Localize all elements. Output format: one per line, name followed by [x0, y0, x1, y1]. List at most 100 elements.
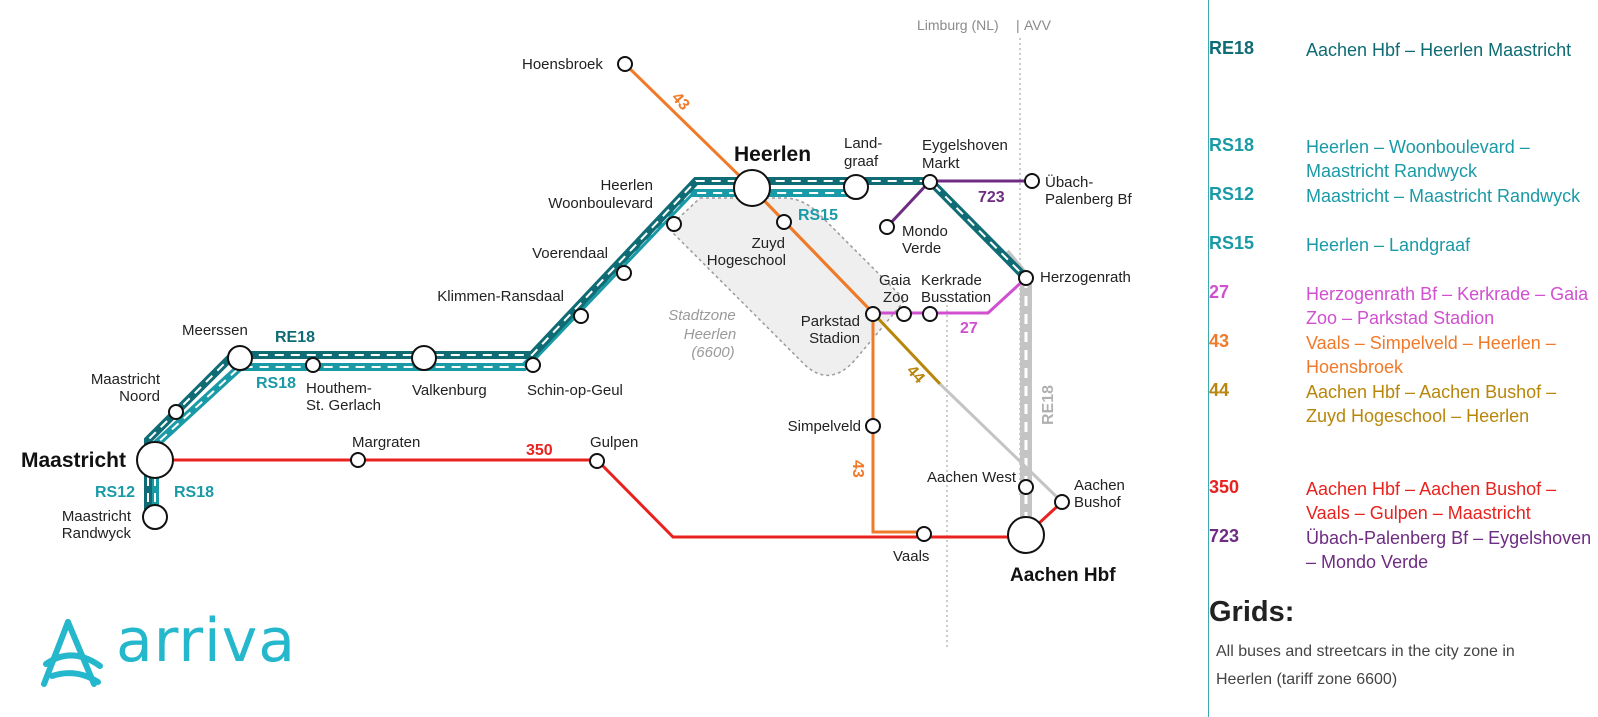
re18-line-band-inner: [147, 180, 1027, 518]
zone-label-3: (6600): [691, 344, 734, 361]
label-margraten: Margraten: [352, 434, 420, 451]
station-heerlen-dot[interactable]: [733, 169, 771, 207]
label-randwyck-2: Randwyck: [62, 525, 132, 542]
line-350: [155, 458, 1064, 539]
station-parkstad-dot[interactable]: [865, 306, 881, 322]
station-gulpen-dot[interactable]: [589, 453, 605, 469]
zone-label-1: Stadtzone: [668, 307, 736, 324]
label-vaals: Vaals: [893, 548, 929, 565]
station-margraten-dot[interactable]: [350, 452, 366, 468]
line-label-rs18-bottom: RS18: [174, 484, 214, 501]
label-klimmen: Klimmen-Ransdaal: [437, 288, 564, 305]
line-label-723: 723: [978, 189, 1005, 206]
label-schin: Schin-op-Geul: [527, 382, 623, 399]
station-woonboulevard-dot[interactable]: [666, 216, 682, 232]
label-houthem-2: St. Gerlach: [306, 397, 381, 414]
line-label-27: 27: [960, 320, 978, 337]
station-houthem-dot[interactable]: [305, 357, 321, 373]
label-houthem-1: Houthem-: [306, 380, 372, 397]
line-723: [885, 179, 1032, 229]
station-simpelveld-dot[interactable]: [865, 418, 881, 434]
legend-desc: Aachen Hbf – Heerlen Maastricht: [1306, 40, 1572, 60]
legend-code: 350: [1209, 477, 1240, 497]
station-randwyck-dot[interactable]: [142, 504, 168, 530]
heerlen-zone-area: [666, 197, 907, 377]
legend-code: 723: [1209, 526, 1240, 546]
station-schin-dot[interactable]: [525, 357, 541, 373]
station-herzogenrath-dot[interactable]: [1018, 270, 1034, 286]
grids-title: Grids:: [1209, 596, 1295, 628]
label-maastricht: Maastricht: [21, 449, 126, 472]
legend-desc: Heerlen – Woonboulevard – Maastricht Ran…: [1306, 137, 1530, 181]
label-kerkrade-1: Kerkrade: [921, 272, 982, 289]
station-aachen-west-dot[interactable]: [1018, 479, 1034, 495]
label-landgraaf-2: graaf: [844, 153, 879, 170]
label-eygelshoven-1: Eygelshoven: [922, 137, 1008, 154]
label-gaiazoo-1: Gaia: [879, 272, 911, 289]
line-label-rs12: RS12: [95, 484, 135, 501]
label-eygelshoven-2: Markt: [922, 155, 960, 172]
legend-desc: Aachen Hbf – Aachen Bushof – Zuyd Hogesc…: [1306, 382, 1557, 426]
station-hoensbroek-dot[interactable]: [617, 56, 633, 72]
label-woonboulevard-2: Woonboulevard: [548, 195, 653, 212]
station-valkenburg-dot[interactable]: [411, 345, 437, 371]
label-ubach-2: Palenberg Bf: [1045, 191, 1133, 208]
label-zuyd-1: Zuyd: [752, 235, 785, 252]
legend-code: RS12: [1209, 184, 1255, 204]
arriva-logo-mark-icon: [41, 619, 103, 687]
rs-line-band-inner: [154, 192, 857, 518]
boundary-separator: |: [1016, 17, 1020, 33]
station-zuyd-dot[interactable]: [776, 214, 792, 230]
line-label-re18: RE18: [275, 329, 315, 346]
label-simpelveld: Simpelveld: [788, 418, 861, 435]
legend-desc: Heerlen – Landgraaf: [1306, 235, 1471, 255]
label-mondo-1: Mondo: [902, 223, 948, 240]
legend-desc: Aachen Hbf – Aachen Bushof – Vaals – Gul…: [1306, 479, 1557, 523]
station-meerssen-dot[interactable]: [227, 345, 253, 371]
legend-code: RS15: [1209, 233, 1255, 253]
label-landgraaf-1: Land-: [844, 135, 882, 152]
label-parkstad-1: Parkstad: [801, 313, 860, 330]
label-maastricht-noord-1: Maastricht: [91, 371, 161, 388]
label-aachen-hbf: Aachen Hbf: [1010, 565, 1116, 586]
station-vaals-dot[interactable]: [916, 526, 932, 542]
line-label-43-bottom: 43: [849, 460, 866, 478]
station-kerkrade-dot[interactable]: [922, 306, 938, 322]
label-parkstad-2: Stadion: [809, 330, 860, 347]
label-mondo-2: Verde: [902, 240, 941, 257]
label-ubach-1: Übach-: [1045, 173, 1093, 191]
network-map: Limburg (NL) | AVV: [21, 17, 1133, 648]
boundary-left-label: Limburg (NL): [917, 17, 999, 33]
legend-code: 27: [1209, 282, 1230, 302]
station-voerendaal-dot[interactable]: [616, 265, 632, 281]
label-maastricht-noord-2: Noord: [119, 388, 160, 405]
label-woonboulevard-1: Heerlen: [600, 177, 653, 194]
grids-text: All buses and streetcars in the city zon…: [1216, 643, 1515, 688]
arriva-logo-word: arriva: [116, 606, 296, 676]
label-meerssen: Meerssen: [182, 322, 248, 339]
legend-code: 44: [1209, 380, 1230, 400]
label-aachen-bushof-1: Aachen: [1074, 477, 1125, 494]
legend-code: RS18: [1209, 135, 1255, 155]
station-klimmen-dot[interactable]: [573, 308, 589, 324]
re18-line-band: [144, 177, 1029, 518]
label-hoensbroek: Hoensbroek: [522, 56, 603, 73]
legend-desc: Herzogenrath Bf – Kerkrade – Gaia Zoo – …: [1306, 284, 1589, 328]
label-valkenburg: Valkenburg: [412, 382, 487, 399]
station-aachen-bushof-dot[interactable]: [1054, 494, 1070, 510]
line-label-rs18: RS18: [256, 375, 296, 392]
line-label-rs15: RS15: [798, 207, 838, 224]
station-gaiazoo-dot[interactable]: [896, 306, 912, 322]
station-mondo-dot[interactable]: [879, 219, 895, 235]
station-ubach-dot[interactable]: [1024, 173, 1040, 189]
station-aachen-hbf-dot[interactable]: [1007, 516, 1045, 554]
legend-desc: Vaals – Simpelveld – Heerlen – Hoensbroe…: [1306, 333, 1556, 377]
label-aachen-west: Aachen West: [927, 469, 1017, 486]
station-eygelshoven-dot[interactable]: [922, 174, 938, 190]
station-maastricht-dot[interactable]: [136, 441, 174, 479]
line-label-re18-vertical: RE18: [1040, 385, 1057, 425]
station-landgraaf-dot[interactable]: [843, 174, 869, 200]
station-maastricht-noord-dot[interactable]: [168, 404, 184, 420]
line-44-grey: [938, 382, 1064, 504]
